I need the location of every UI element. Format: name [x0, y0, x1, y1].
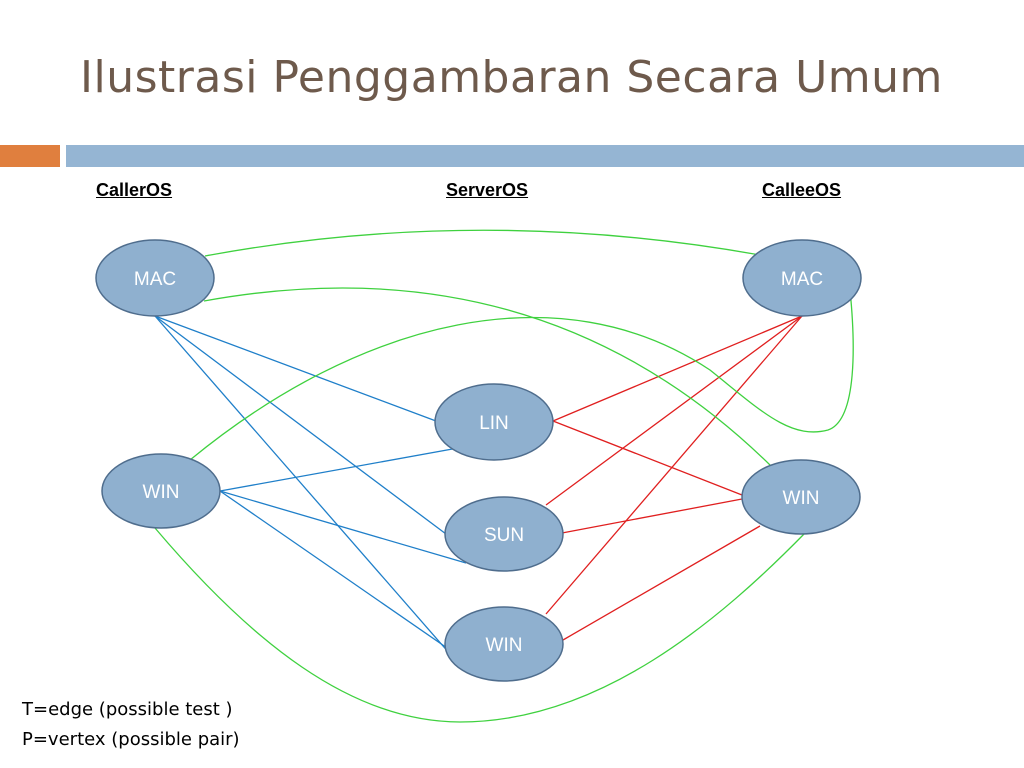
- column-header-callee: CalleeOS: [762, 180, 842, 200]
- edge-server-win-callee-mac: [545, 315, 803, 615]
- node-label: MAC: [781, 269, 823, 290]
- node-label: WIN: [486, 635, 523, 656]
- node-callee-mac: MAC: [742, 239, 862, 317]
- node-label: WIN: [143, 482, 180, 503]
- slide-title: Ilustrasi Penggambaran Secara Umum: [80, 52, 943, 103]
- node-callee-win: WIN: [741, 459, 861, 535]
- node-server-sun: SUN: [444, 496, 564, 572]
- edge-caller-win-server-lin: [219, 447, 459, 492]
- node-label: WIN: [783, 488, 820, 509]
- accent-bar-orange: [0, 145, 60, 167]
- node-label: MAC: [134, 269, 176, 290]
- edge-caller-mac-server-win: [154, 315, 451, 655]
- node-caller-mac: MAC: [95, 239, 215, 317]
- edge-server-win-callee-win: [562, 525, 761, 641]
- column-header-caller: CallerOS: [96, 180, 173, 200]
- edge-caller-win-server-win: [219, 490, 451, 651]
- node-label: SUN: [484, 525, 524, 546]
- column-header-server: ServerOS: [446, 180, 529, 200]
- edge-caller-mac-server-sun: [154, 315, 447, 535]
- edge-server-lin-callee-mac: [552, 315, 803, 422]
- blue-edges: [154, 315, 467, 655]
- edge-caller-mac-callee-mac: [204, 229, 761, 257]
- green-edges: [154, 229, 854, 723]
- edge-server-sun-callee-win: [561, 498, 743, 534]
- node-label: LIN: [479, 413, 509, 434]
- edge-caller-win-server-sun: [219, 490, 467, 564]
- edge-caller-win-callee-mac-curve: [189, 289, 854, 461]
- edge-caller-mac-server-lin: [154, 315, 437, 422]
- legend-vertex: P=vertex (possible pair): [22, 729, 240, 750]
- red-edges: [545, 315, 803, 641]
- node-server-win: WIN: [444, 606, 564, 682]
- edge-server-sun-callee-mac: [545, 315, 803, 506]
- edge-caller-win-callee-win-bottom: [154, 527, 807, 723]
- edge-server-lin-callee-win: [552, 420, 743, 496]
- node-caller-win: WIN: [101, 453, 221, 529]
- legend-edge: T=edge (possible test ): [22, 699, 233, 720]
- accent-bar-blue: [66, 145, 1024, 167]
- edge-caller-mac-callee-win-curve: [203, 287, 771, 466]
- node-server-lin: LIN: [434, 383, 554, 461]
